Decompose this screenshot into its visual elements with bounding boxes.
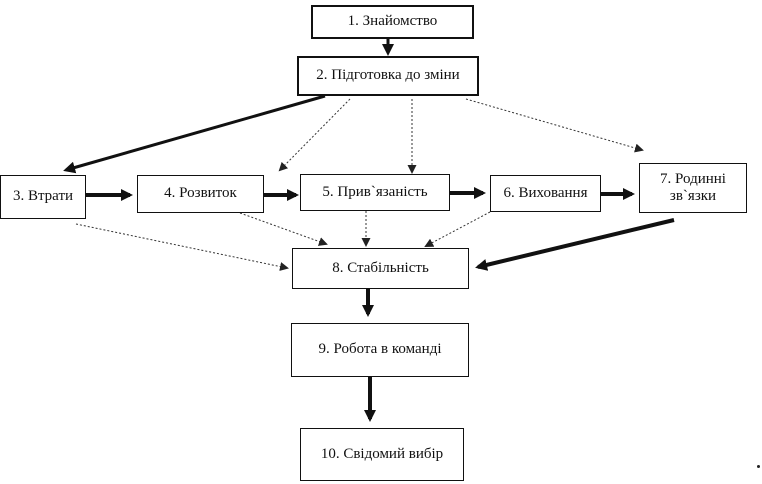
node-5-label: 5. Прив`язаність <box>322 183 428 200</box>
node-6-label: 6. Виховання <box>503 184 588 201</box>
arrow-2-to-4 <box>278 98 351 172</box>
node-1-acquaintance: 1. Знайомство <box>311 5 474 39</box>
node-2-label: 2. Підготовка до зміни <box>316 67 460 84</box>
node-7-family-ties: 7. Родинні зв`язки <box>639 163 747 213</box>
node-3-losses: 3. Втрати <box>0 175 86 219</box>
arrow-2-to-7 <box>465 98 644 153</box>
arrow-4-to-8 <box>239 212 328 246</box>
node-10-conscious-choice: 10. Свідомий вибір <box>300 428 464 481</box>
arrow-6-to-8 <box>424 211 491 247</box>
arrow-3-to-8 <box>75 223 289 271</box>
node-10-label: 10. Свідомий вибір <box>320 445 444 462</box>
node-9-label: 9. Робота в команді <box>318 341 442 358</box>
node-5-attachment: 5. Прив`язаність <box>300 174 450 211</box>
node-8-stability: 8. Стабільність <box>292 248 469 289</box>
node-8-label: 8. Стабільність <box>332 259 429 276</box>
arrow-2-to-3 <box>63 94 326 174</box>
node-6-upbringing: 6. Виховання <box>490 175 601 212</box>
node-4-development: 4. Розвиток <box>137 175 264 213</box>
node-7-label-line2: зв`язки <box>669 188 717 204</box>
arrow-7-to-8 <box>475 218 675 271</box>
node-9-teamwork: 9. Робота в команді <box>291 323 469 377</box>
node-1-label: 1. Знайомство <box>347 13 438 30</box>
node-3-label: 3. Втрати <box>12 188 74 205</box>
node-4-label: 4. Розвиток <box>164 185 237 202</box>
stray-dot <box>757 465 760 468</box>
node-7-label-line1: 7. Родинні <box>660 170 726 187</box>
node-2-preparation: 2. Підготовка до зміни <box>297 56 479 96</box>
